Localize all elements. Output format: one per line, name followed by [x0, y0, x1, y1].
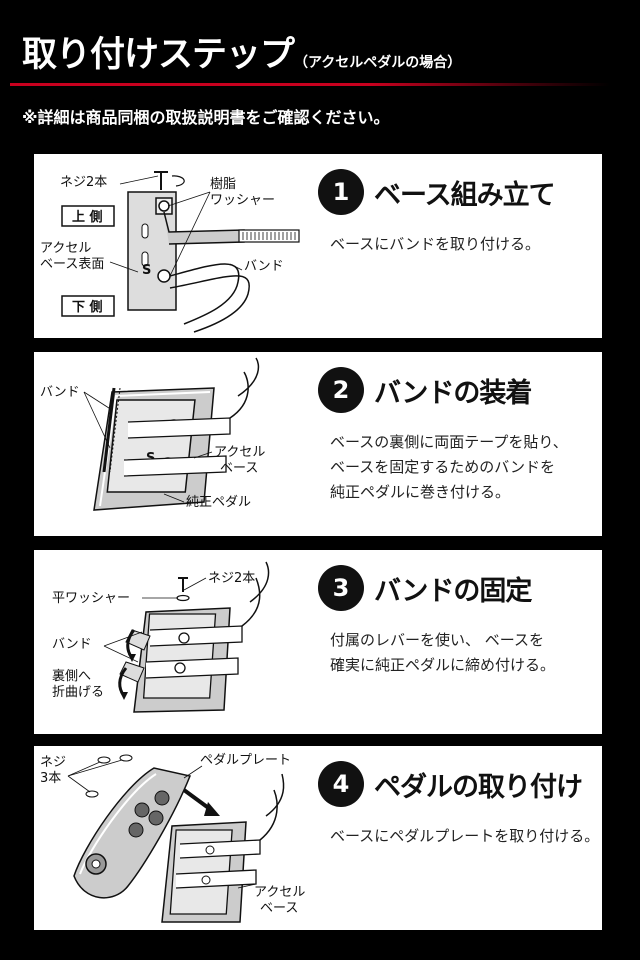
- step-3-heading: 3 バンドの固定: [318, 564, 532, 612]
- step-4-title: ペダルの取り付け: [374, 771, 583, 803]
- step-panel-4: ネジ 3本 ペダルプレート アクセル ベース 4 ペダルの取り付け ベースにペダ…: [34, 746, 602, 930]
- step-4-illustration: ネジ 3本 ペダルプレート アクセル ベース: [40, 753, 305, 923]
- label-resin-washer-1: 樹脂: [210, 177, 236, 192]
- step-2-illustration: S バンド アクセル ベース 純正ペダル: [40, 357, 265, 511]
- label-stock-pedal: 純正ペダル: [186, 495, 251, 510]
- step-3-description-line: 確実に純正ペダルに締め付ける。: [330, 656, 556, 674]
- label-accel-base-2: ベース表面: [40, 257, 104, 272]
- step-panel-1: S ネジ2本 樹脂 ワッシャー 上 側 アクセル ベース表面 バンド 下 側 1…: [34, 154, 602, 338]
- label-accel-base-2: ベース: [260, 901, 298, 916]
- page-title: 取り付けステップ: [22, 35, 295, 75]
- label-screws-1: ネジ: [40, 755, 66, 770]
- step-panel-2: S バンド アクセル ベース 純正ペダル 2 バンドの装着 ベースの裏側に両面テ…: [34, 352, 602, 536]
- step-3-number-badge: 3: [318, 565, 364, 611]
- step-2-title: バンドの装着: [374, 377, 532, 409]
- step-1-illustration: S ネジ2本 樹脂 ワッシャー 上 側 アクセル ベース表面 バンド 下 側: [40, 171, 300, 333]
- step-2-description: ベースの裏側に両面テープを貼り、 ベースを固定するためのバンドを 純正ペダルに巻…: [330, 430, 600, 505]
- step-4-description: ベースにペダルプレートを取り付ける。: [330, 824, 600, 849]
- step-4-number-badge: 4: [318, 761, 364, 807]
- step-1-number-badge: 1: [318, 169, 364, 215]
- label-screws: ネジ2本: [208, 571, 255, 586]
- label-pedal-plate: ペダルプレート: [200, 753, 291, 768]
- label-accel-base-1: アクセル: [40, 241, 91, 256]
- label-screws-2: 3本: [40, 771, 61, 786]
- step-3-title: バンドの固定: [374, 575, 532, 607]
- label-band: バンド: [244, 259, 284, 274]
- notice-text: ※詳細は商品同梱の取扱説明書をご確認ください。: [22, 108, 390, 127]
- label-flat-washer: 平ワッシャー: [52, 591, 130, 606]
- label-screws: ネジ2本: [60, 175, 107, 190]
- label-band: バンド: [52, 637, 92, 652]
- label-fold-2: 折曲げる: [52, 685, 104, 700]
- step-3-description-line: 付属のレバーを使い、 ベースを: [330, 631, 545, 649]
- page-header: 取り付けステップ （アクセルペダルの場合） ※詳細は商品同梱の取扱説明書をご確認…: [0, 0, 640, 127]
- label-fold-1: 裏側へ: [52, 669, 91, 684]
- step-2-description-line: ベースを固定するためのバンドを: [330, 458, 556, 476]
- step-1-description-line: ベースにバンドを取り付ける。: [330, 235, 541, 253]
- label-accel-base-1: アクセル: [214, 445, 265, 460]
- step-2-description-line: ベースの裏側に両面テープを貼り、: [330, 433, 568, 451]
- step-1-title: ベース組み立て: [374, 179, 556, 211]
- label-accel-base-2: ベース: [220, 461, 258, 476]
- step-2-number-badge: 2: [318, 367, 364, 413]
- step-4-heading: 4 ペダルの取り付け: [318, 760, 583, 808]
- step-panel-3: ネジ2本 平ワッシャー バンド 裏側へ 折曲げる 3 バンドの固定 付属のレバー…: [34, 550, 602, 734]
- label-resin-washer-2: ワッシャー: [210, 193, 275, 208]
- step-4-description-line: ベースにペダルプレートを取り付ける。: [330, 827, 600, 845]
- page-subtitle: （アクセルペダルの場合）: [294, 55, 462, 71]
- title-underline: [10, 83, 610, 86]
- step-1-description: ベースにバンドを取り付ける。: [330, 232, 600, 257]
- label-bottom-side: 下 側: [72, 299, 103, 315]
- step-2-description-line: 純正ペダルに巻き付ける。: [330, 483, 511, 501]
- step-2-heading: 2 バンドの装着: [318, 366, 532, 414]
- svg-text:S: S: [142, 263, 151, 278]
- label-top-side: 上 側: [72, 209, 103, 225]
- step-3-description: 付属のレバーを使い、 ベースを 確実に純正ペダルに締め付ける。: [330, 628, 600, 678]
- step-3-illustration: ネジ2本 平ワッシャー バンド 裏側へ 折曲げる: [52, 561, 270, 713]
- label-accel-base-1: アクセル: [254, 885, 305, 900]
- label-band: バンド: [40, 385, 80, 400]
- step-1-heading: 1 ベース組み立て: [318, 168, 556, 216]
